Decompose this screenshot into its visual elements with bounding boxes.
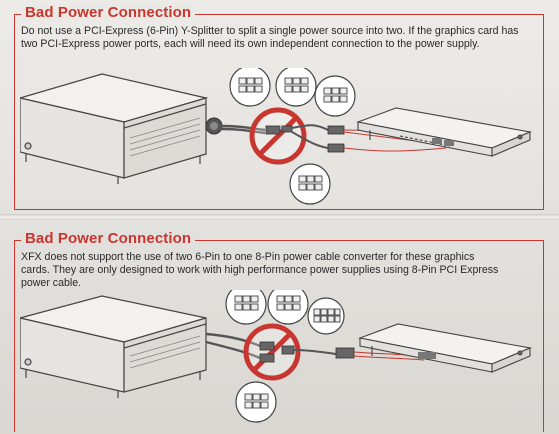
section-body: XFX does not support the use of two 6-Pi… [21,251,499,289]
six-pin-connector-icon [229,68,271,107]
six-pin-connector-icon [235,381,277,423]
section-title: Bad Power Connection [21,4,196,21]
power-supply-illustration [20,295,207,398]
prohibited-icon [243,323,301,381]
bad-connection-section-1: Bad Power Connection Do not use a PCI-Ex… [14,4,544,210]
six-pin-connector-icon [225,290,267,325]
six-pin-connector-icon [314,75,356,117]
six-pin-connector-icon [289,163,331,205]
graphics-card-illustration [355,107,532,157]
power-supply-illustration [20,73,209,184]
section-body: Do not use a PCI-Express (6-Pin) Y-Split… [21,25,519,50]
graphics-card-illustration [357,323,532,373]
y-splitter-diagram [20,68,532,205]
six-pin-connector-icon [267,290,309,325]
converter-diagram [20,290,532,423]
section-title: Bad Power Connection [21,230,196,247]
page-fold [0,214,559,220]
prohibited-icon [249,107,307,165]
six-pin-connector-icon [275,68,317,107]
eight-pin-connector-icon [307,297,345,335]
bad-connection-section-2: Bad Power Connection XFX does not suppor… [14,230,544,432]
